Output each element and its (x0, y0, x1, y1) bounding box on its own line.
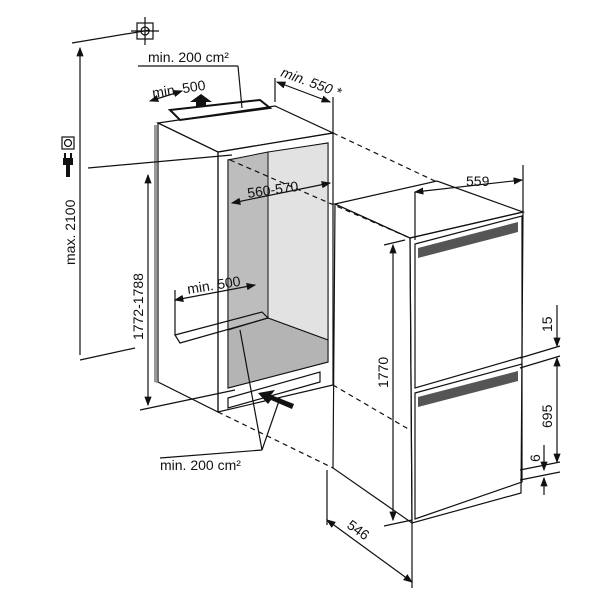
plug-icon (63, 153, 73, 177)
label-gap-top: 15 (539, 316, 555, 332)
airflow-arrow-in-icon (258, 390, 294, 409)
label-appliance-width: 559 (466, 173, 490, 189)
lower-door-hinge-icon (418, 371, 518, 407)
upper-door-hinge-icon (418, 222, 518, 258)
lower-door (414, 363, 523, 520)
ceiling-fixture-icon (131, 17, 159, 45)
fridge-appliance (332, 180, 526, 525)
top-vent-grille (167, 98, 273, 122)
label-door-height: 695 (539, 404, 555, 428)
label-appliance-depth: 546 (344, 516, 372, 543)
label-max-height: max. 2100 (62, 199, 78, 265)
label-gap-bottom: 6 (527, 454, 543, 462)
label-appliance-height: 1770 (375, 357, 391, 388)
label-top-vent: min. 200 cm² (148, 49, 229, 65)
label-niche-height: 1772-1788 (130, 273, 146, 340)
airflow-arrow-up-icon (190, 94, 212, 107)
socket-icon (61, 136, 75, 150)
label-niche-width: 560-570 (246, 178, 299, 201)
label-bottom-vent: min. 200 cm² (160, 457, 241, 473)
niche-cabinet (154, 98, 336, 413)
